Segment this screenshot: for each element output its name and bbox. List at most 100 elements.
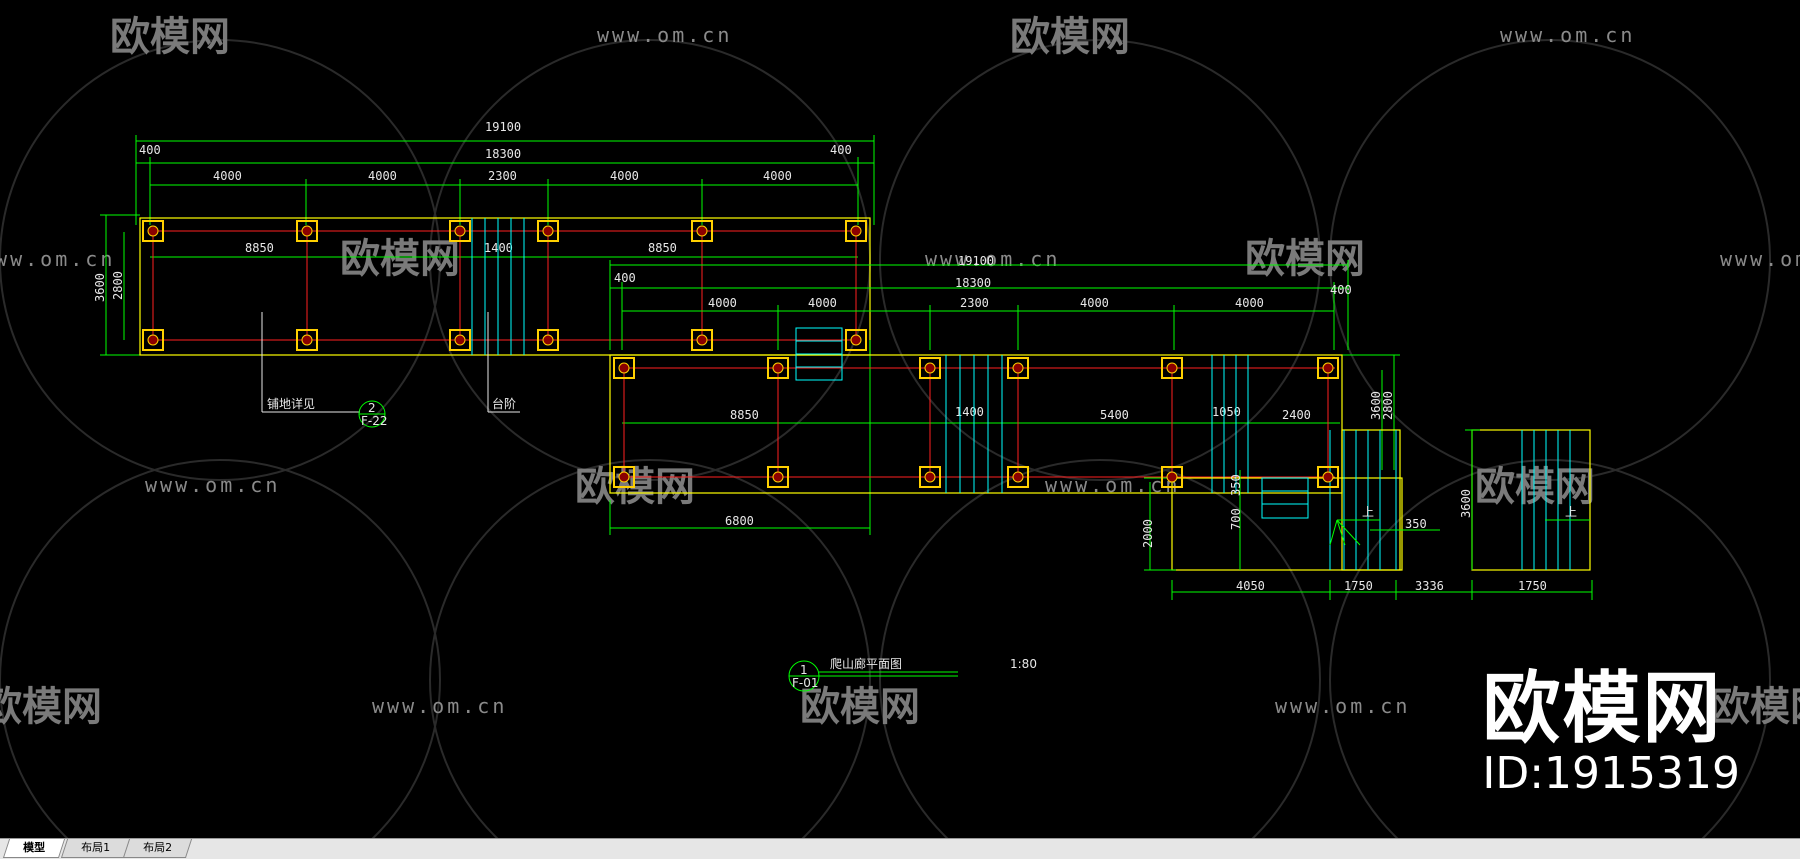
tab-model[interactable]: 模型 — [2, 839, 66, 858]
watermark-logo: 欧模网 — [1475, 464, 1595, 510]
dim-text: 1050 — [1212, 405, 1241, 419]
column-marker — [1317, 466, 1339, 488]
column-core — [924, 362, 936, 374]
dim-text: 2800 — [1381, 391, 1395, 420]
tab-label: 模型 — [23, 841, 46, 854]
dim-text: 4000 — [763, 169, 792, 183]
column-marker — [767, 357, 789, 379]
stair-landing — [1341, 429, 1401, 571]
column-marker — [537, 329, 559, 351]
dim-text: 18300 — [955, 276, 991, 290]
dim-text: 1400 — [955, 405, 984, 419]
watermark-logos: 欧模网 欧模网 欧模网 欧模网 欧模网 欧模网 欧模网 欧模网 欧模网 www.… — [0, 14, 1800, 730]
dim-text: 350 — [1405, 517, 1427, 531]
watermark-url: www.om.cn — [1275, 694, 1410, 718]
dim-text: 350 — [1229, 474, 1243, 496]
dim-text: 1750 — [1518, 579, 1547, 593]
up-mark: 上 — [1565, 505, 1577, 519]
column-marker — [1161, 357, 1183, 379]
watermark-url: www.om.cn — [145, 473, 280, 497]
watermark-logo: 欧模网 — [110, 14, 230, 60]
brand-name: 欧模网 — [1482, 664, 1723, 754]
dim-text: 5400 — [1100, 408, 1129, 422]
watermark-url: www.om.cn — [597, 23, 732, 47]
column-core — [1012, 362, 1024, 374]
dim-text: 19100 — [958, 254, 994, 268]
columns — [142, 220, 1339, 488]
column-core — [772, 362, 784, 374]
up-mark: 上 — [1362, 505, 1374, 519]
dim-text: 1750 — [1344, 579, 1373, 593]
column-core — [850, 225, 862, 237]
column-core — [850, 334, 862, 346]
watermark-url: www.om.cn — [1500, 23, 1635, 47]
dim-text: 8850 — [245, 241, 274, 255]
watermark-logo: 欧模网 — [800, 684, 920, 730]
watermark-url: www.om.cn — [1720, 247, 1800, 271]
dim-text: 3600 — [1459, 489, 1473, 518]
column-marker — [919, 357, 941, 379]
dim-text: 2400 — [1282, 408, 1311, 422]
column-core — [1166, 362, 1178, 374]
column-marker — [767, 466, 789, 488]
callout-sheet: F-22 — [361, 414, 388, 428]
callout-sheet: F-01 — [792, 676, 819, 690]
watermark-url: www.om.cn — [925, 247, 1060, 271]
dim-text: 4000 — [808, 296, 837, 310]
column-marker — [537, 220, 559, 242]
column-core — [696, 225, 708, 237]
column-core — [542, 334, 554, 346]
column-core — [301, 225, 313, 237]
stair-block-small — [1261, 477, 1309, 519]
column-marker — [296, 220, 318, 242]
dim-text: 4000 — [368, 169, 397, 183]
column-marker — [613, 357, 635, 379]
dim-text: 4000 — [213, 169, 242, 183]
column-core — [1166, 471, 1178, 483]
note-steps: 台阶 — [492, 396, 516, 411]
dim-text: 2800 — [111, 271, 125, 300]
column-marker — [142, 329, 164, 351]
column-marker — [919, 466, 941, 488]
brand-id: ID:1915319 — [1482, 748, 1740, 799]
watermark-logo: 欧模网 — [1245, 236, 1365, 282]
dim-text: 3600 — [1369, 391, 1383, 420]
column-marker — [691, 329, 713, 351]
stairs-area: 2000 700 350 4050 1750 3336 1750 350 360… — [1141, 429, 1593, 600]
column-core — [618, 362, 630, 374]
drawing-title: 爬山廊平面图 — [830, 656, 902, 671]
callout-number: 2 — [368, 401, 376, 415]
column-marker — [296, 329, 318, 351]
column-core — [301, 334, 313, 346]
column-core — [147, 225, 159, 237]
column-core — [542, 225, 554, 237]
drawing-canvas[interactable]: 欧模网 欧模网 欧模网 欧模网 欧模网 欧模网 欧模网 欧模网 欧模网 www.… — [0, 0, 1800, 838]
column-marker — [1007, 357, 1029, 379]
watermark-logo: 欧模网 — [1710, 684, 1800, 730]
drawing-scale: 1:80 — [1010, 657, 1037, 671]
column-core — [924, 471, 936, 483]
bottom-plan: 19100 400 18300 400 4000 4000 2300 4000 … — [609, 254, 1400, 535]
dim-text: 4000 — [1080, 296, 1109, 310]
column-core — [772, 471, 784, 483]
annotations: 铺地详见 台阶 2 F-22 1 F-01 爬山廊平面图 1:80 — [261, 312, 1037, 692]
watermark-logo: 欧模网 — [0, 684, 102, 730]
dim-text: 19100 — [485, 120, 521, 134]
dim-text: 8850 — [648, 241, 677, 255]
dim-text: 700 — [1229, 508, 1243, 530]
watermark-url: www.om.cn — [0, 247, 115, 271]
column-core — [1012, 471, 1024, 483]
tab-layout2[interactable]: 布局2 — [122, 839, 193, 858]
watermark-logo: 欧模网 — [1010, 14, 1130, 60]
dim-text: 18300 — [485, 147, 521, 161]
brand-watermark: 欧模网 ID:1915319 — [1482, 668, 1740, 798]
column-core — [147, 334, 159, 346]
tab-layout1[interactable]: 布局1 — [60, 839, 131, 858]
dim-text: 3600 — [93, 273, 107, 302]
column-marker — [142, 220, 164, 242]
dim-text: 6800 — [725, 514, 754, 528]
top-plan: 19100 400 18300 400 4000 4000 2300 4000 … — [93, 120, 875, 356]
column-marker — [1007, 466, 1029, 488]
column-core — [1322, 471, 1334, 483]
dim-text: 400 — [614, 271, 636, 285]
